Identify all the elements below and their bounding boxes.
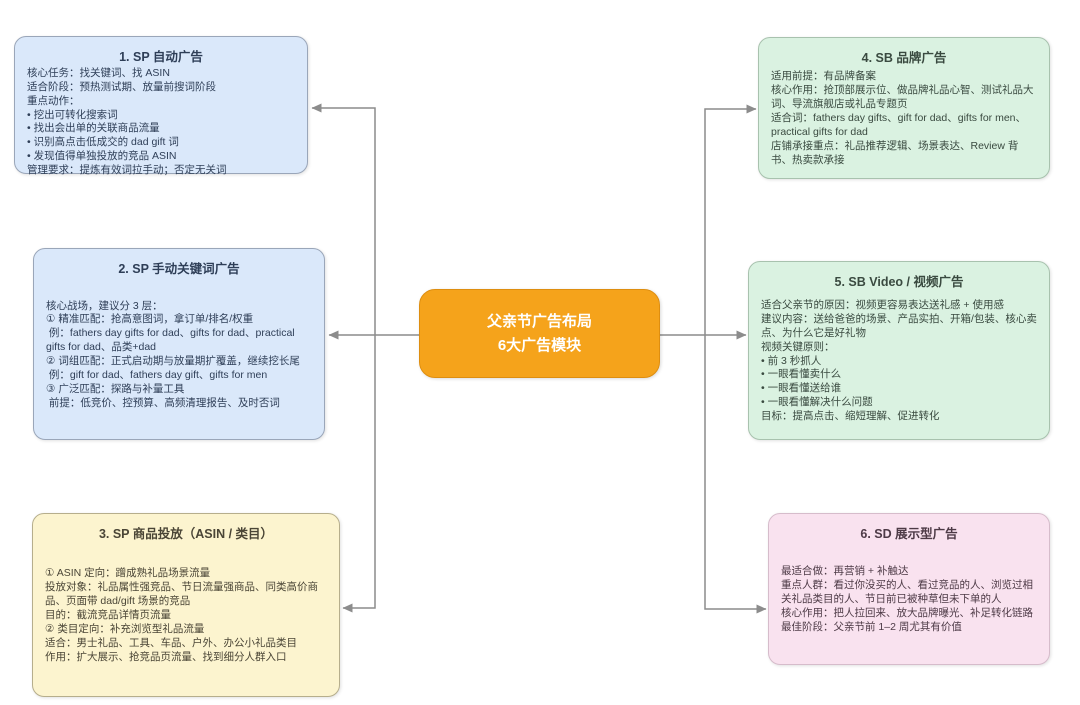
text-line: • 找出会出单的关联商品流量 <box>27 122 160 135</box>
text-line: • 发现值得单独投放的竞品 ASIN <box>27 150 177 163</box>
text-line: • 识别高点击低成交的 dad gift 词 <box>27 136 179 149</box>
text-line: 目标：提高点击、缩短理解、促进转化 <box>761 410 940 422</box>
node-title: 4. SB 品牌广告 <box>861 51 947 65</box>
text-line: ② 类目定向：补充浏览型礼品流量 <box>45 622 205 635</box>
text-line: 例：gift for dad、fathers day gift、gifts fo… <box>46 368 268 381</box>
text-line: 建议内容：送给爸爸的场景、产品实拍、开箱/包装、核心卖点、为什么它是好礼物 <box>761 312 1037 339</box>
text-line: 核心任务：找关键词、找 ASIN <box>27 67 170 79</box>
text-line: 核心作用：抢顶部展示位、做品牌礼品心智、测试礼品大词、导流旗舰店或礼品专题页 <box>771 84 1034 111</box>
node-sb-video-ads: 5. SB Video / 视频广告 适合父亲节的原因：视频更容易表达送礼感 +… <box>748 261 1050 440</box>
text-line: • 一眼看懂送给谁 <box>761 382 842 395</box>
node-body: ① ASIN 定向：蹭成熟礼品场景流量投放对象：礼品属性强竞品、节日流量强商品、… <box>45 544 327 688</box>
node-title: 3. SP 商品投放（ASIN / 类目） <box>98 527 274 541</box>
text-line: ③ 广泛匹配：探路与补量工具 <box>46 382 185 395</box>
node-title: 1. SP 自动广告 <box>119 50 203 64</box>
node-sp-manual-keyword-ads: 2. SP 手动关键词广告 核心战场，建议分 3 层：① 精准匹配：抢高意图词，… <box>33 248 325 440</box>
text-line: 目的：截流竞品详情页流量 <box>45 609 171 622</box>
node-sd-display-ads: 6. SD 展示型广告 最适合做：再营销 + 补触达重点人群：看过你没买的人、看… <box>768 513 1050 665</box>
text-line: 视频关键原则： <box>761 340 835 353</box>
text-line: 前提：低竞价、控预算、高频清理报告、及时否词 <box>46 396 280 409</box>
text-line: • 前 3 秒抓人 <box>761 354 822 367</box>
connector-center-to-sp-product <box>342 335 376 613</box>
node-body: 适合父亲节的原因：视频更容易表达送礼感 + 使用感建议内容：送给爸爸的场景、产品… <box>761 292 1037 431</box>
node-body: 最适合做：再营销 + 补触达重点人群：看过你没买的人、看过竞品的人、浏览过相关礼… <box>781 544 1037 656</box>
text-line: 作用：扩大展示、抢竞品页流量、找到细分人群入口 <box>45 650 287 663</box>
text-line: 适合：男士礼品、工具、车品、户外、办公小礼品类目 <box>45 636 297 649</box>
text-line: 店铺承接重点：礼品推荐逻辑、场景表达、Review 背书、热卖款承接 <box>771 139 1019 166</box>
text-line: 重点人群：看过你没买的人、看过竞品的人、浏览过相关礼品类目的人、节日前已被种草但… <box>781 579 1033 606</box>
text-line: 适合词：fathers day gifts、gift for dad、gifts… <box>771 112 1027 138</box>
text-line: 适用前提：有品牌备案 <box>771 70 876 83</box>
node-body: 核心战场，建议分 3 层：① 精准匹配：抢高意图词，拿订单/排名/权重 例：fa… <box>46 279 312 431</box>
node-sb-brand-ads: 4. SB 品牌广告 适用前提：有品牌备案核心作用：抢顶部展示位、做品牌礼品心智… <box>758 37 1050 179</box>
text-line: 管理要求：提炼有效词拉手动；否定无关词 <box>27 164 227 177</box>
text-line: 适合阶段：预热测试期、放量前搜词阶段 <box>27 80 216 93</box>
text-line: 适合父亲节的原因：视频更容易表达送礼感 + 使用感 <box>761 299 1004 312</box>
text-line: 重点动作： <box>27 94 80 107</box>
node-title: 5. SB Video / 视频广告 <box>834 275 964 289</box>
node-body: 适用前提：有品牌备案核心作用：抢顶部展示位、做品牌礼品心智、测试礼品大词、导流旗… <box>771 68 1037 170</box>
text-line: 最适合做：再营销 + 补触达 <box>781 565 909 578</box>
text-line: 例：fathers day gifts for dad、gifts for da… <box>46 327 298 354</box>
text-line: ① 精准匹配：抢高意图词，拿订单/排名/权重 <box>46 313 254 326</box>
text-line: 父亲节广告布局 <box>486 313 592 331</box>
node-sp-product-targeting-ads: 3. SP 商品投放（ASIN / 类目） ① ASIN 定向：蹭成熟礼品场景流… <box>32 513 340 697</box>
text-line: • 一眼看懂解决什么问题 <box>761 396 873 409</box>
text-line: ① ASIN 定向：蹭成熟礼品场景流量 <box>45 567 211 580</box>
text-line: 核心战场，建议分 3 层： <box>46 299 163 312</box>
node-center-fathers-day-ad-layout: 父亲节广告布局 6大广告模块 <box>419 289 660 378</box>
text-line: 最佳阶段：父亲节前 1–2 周尤其有价值 <box>781 620 962 633</box>
center-title-lines: 父亲节广告布局 6大广告模块 <box>487 310 592 357</box>
node-title: 6. SD 展示型广告 <box>860 527 958 541</box>
text-line: • 挖出可转化搜索词 <box>27 108 118 121</box>
text-line: 6大广告模块 <box>497 336 582 354</box>
text-line: ② 词组匹配：正式启动期与放量期扩覆盖，继续挖长尾 <box>46 355 300 367</box>
text-line: • 一眼看懂卖什么 <box>761 368 842 381</box>
text-line: 核心作用：把人拉回来、放大品牌曝光、补足转化链路 <box>781 606 1033 619</box>
text-line: 投放对象：礼品属性强竞品、节日流量强商品、同类高价商品、页面带 dad/gift… <box>45 581 318 608</box>
node-title: 2. SP 手动关键词广告 <box>118 262 240 276</box>
